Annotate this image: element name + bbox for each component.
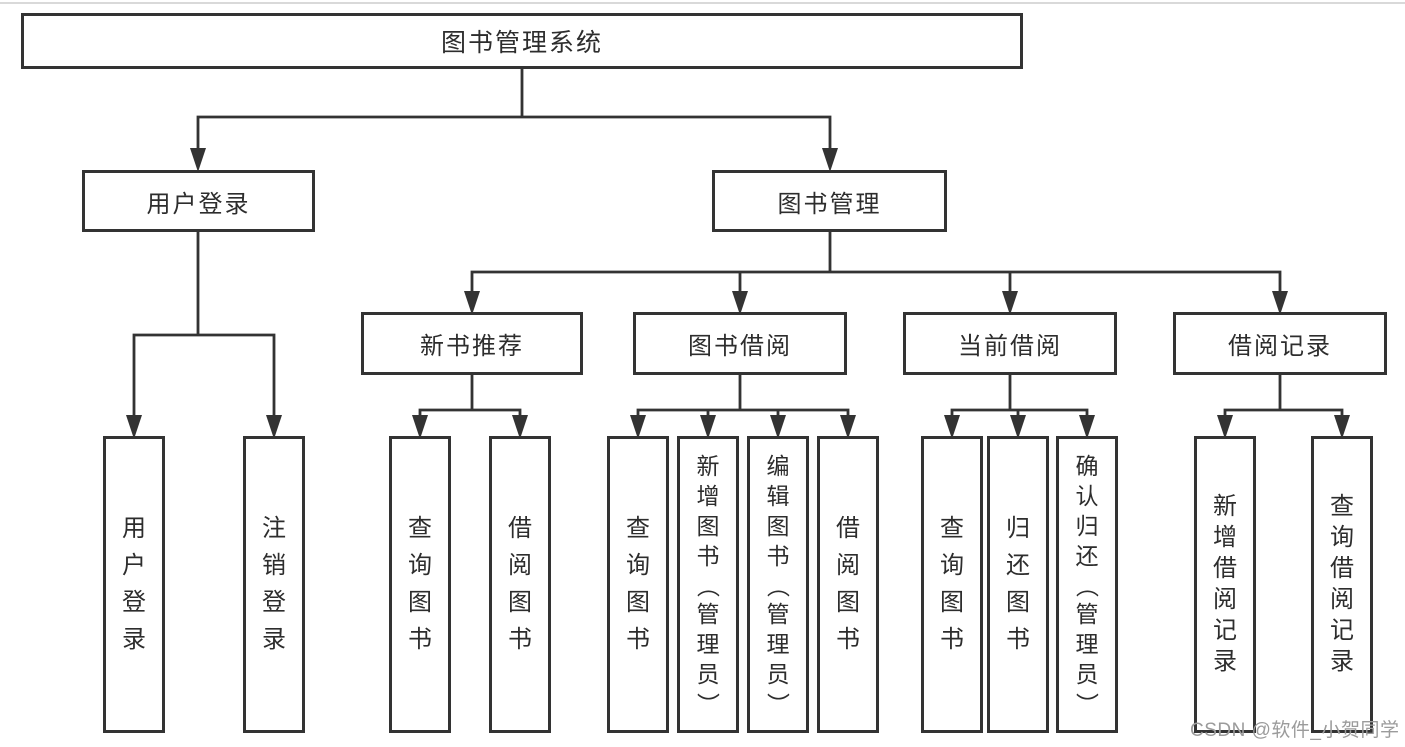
node-current-borrow: 当前借阅	[903, 312, 1117, 375]
leaf-current-query-book: 查询图书	[921, 436, 983, 733]
node-book-borrow: 图书借阅	[633, 312, 847, 375]
leaf-records-add-borrow-record-label: 新增借阅记录	[1213, 493, 1237, 675]
leaf-logout-login: 注销登录	[243, 436, 305, 733]
leaf-borrow-edit-book-admin: 编辑图书（管理员）	[747, 436, 809, 733]
leaf-recommend-query-book-label: 查询图书	[408, 515, 432, 653]
leaf-current-confirm-return-admin-label: 确认归还（管理员）	[1074, 452, 1101, 715]
node-user-login-label: 用户登录	[146, 190, 251, 218]
leaf-borrow-borrow-book: 借阅图书	[817, 436, 879, 733]
node-user-login: 用户登录	[82, 170, 315, 232]
node-borrow-records: 借阅记录	[1173, 312, 1387, 375]
leaf-current-query-book-label: 查询图书	[940, 515, 964, 653]
leaf-recommend-borrow-book-label: 借阅图书	[508, 515, 532, 653]
leaf-borrow-query-book: 查询图书	[607, 436, 669, 733]
leaf-recommend-borrow-book: 借阅图书	[489, 436, 551, 733]
leaf-user-login: 用户登录	[103, 436, 165, 733]
leaf-current-return-book-label: 归还图书	[1006, 515, 1030, 653]
top-hairline	[0, 2, 1405, 4]
node-new-book-recommend-label: 新书推荐	[420, 333, 524, 360]
leaf-user-login-label: 用户登录	[122, 515, 146, 653]
node-new-book-recommend: 新书推荐	[361, 312, 583, 375]
leaf-records-query-borrow-record: 查询借阅记录	[1311, 436, 1373, 733]
leaf-borrow-borrow-book-label: 借阅图书	[836, 515, 860, 653]
leaf-current-return-book: 归还图书	[987, 436, 1049, 733]
leaf-borrow-add-book-admin-label: 新增图书（管理员）	[695, 452, 722, 715]
node-borrow-records-label: 借阅记录	[1228, 333, 1332, 360]
leaf-current-confirm-return-admin: 确认归还（管理员）	[1056, 436, 1118, 733]
leaf-recommend-query-book: 查询图书	[389, 436, 451, 733]
leaf-records-query-borrow-record-label: 查询借阅记录	[1330, 493, 1354, 675]
node-library-system: 图书管理系统	[21, 13, 1023, 69]
leaf-borrow-add-book-admin: 新增图书（管理员）	[677, 436, 739, 733]
node-book-management-label: 图书管理	[777, 190, 882, 218]
csdn-watermark: CSDN @软件_小贺同学	[1190, 720, 1400, 741]
leaf-borrow-query-book-label: 查询图书	[626, 515, 650, 653]
leaf-borrow-edit-book-admin-label: 编辑图书（管理员）	[765, 452, 792, 715]
node-library-system-label: 图书管理系统	[440, 29, 603, 57]
arrowhead-icons	[126, 148, 1350, 439]
leaf-records-add-borrow-record: 新增借阅记录	[1194, 436, 1256, 733]
node-book-borrow-label: 图书借阅	[688, 333, 792, 360]
node-book-management: 图书管理	[712, 170, 947, 232]
leaf-logout-login-label: 注销登录	[262, 515, 286, 653]
node-current-borrow-label: 当前借阅	[958, 333, 1062, 360]
